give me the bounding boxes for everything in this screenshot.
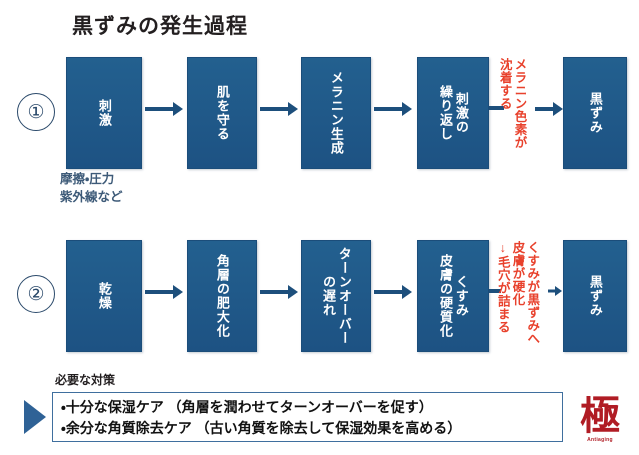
process-box-label: メラニン生成 <box>328 71 344 155</box>
measures-label: 必要な対策 <box>55 373 116 387</box>
row-1-caption: 摩擦・圧力 紫外線など <box>60 172 123 205</box>
flow-arrow-2-2 <box>260 284 298 300</box>
triangle-bullet-icon <box>24 400 46 434</box>
process-box-label: ターンオーバー の遅れ <box>321 247 352 345</box>
logo-brand-text: Antiaging <box>587 437 613 443</box>
step-number-1: ① <box>17 93 55 131</box>
flow-connector-1 <box>489 106 504 110</box>
process-box-label: 肌を守る <box>214 85 230 141</box>
flow-connector-2 <box>489 289 501 293</box>
flow-arrow-2-4 <box>548 285 562 297</box>
process-box-label: 黒ずみ <box>587 275 603 317</box>
process-box-1-2: 肌を守る <box>187 57 257 169</box>
flow-arrow-2-3 <box>374 284 412 300</box>
flow-arrow-2-1 <box>145 284 183 300</box>
flow-arrow-1-3 <box>374 101 412 117</box>
flow-arrow-1-2 <box>260 101 298 117</box>
process-box-label: くすみ 皮膚の硬質化 <box>438 254 469 338</box>
flow-arrow-1-1 <box>145 101 183 117</box>
annotation-row-2: くすみが黒ずみへ 皮膚が硬化 ↓毛穴が詰まる <box>495 241 540 345</box>
process-box-2-2: 角層の肥大化 <box>187 240 257 352</box>
process-box-1-5: 黒ずみ <box>563 57 627 169</box>
process-box-label: 刺激の 繰り返し <box>438 85 469 141</box>
flow-arrow-1-4 <box>535 101 563 117</box>
process-box-2-3: ターンオーバー の遅れ <box>301 240 371 352</box>
process-box-label: 黒ずみ <box>587 92 603 134</box>
page-title: 黒ずみの発生過程 <box>72 15 248 38</box>
brand-logo: 極 Antiaging <box>575 396 625 444</box>
process-box-1-3: メラニン生成 <box>301 57 371 169</box>
process-box-label: 刺激 <box>96 99 112 127</box>
process-box-label: 角層の肥大化 <box>214 254 230 338</box>
measure-line: ・十分な保湿ケア （角層を潤わせてターンオーバーを促す） <box>61 399 433 415</box>
process-box-2-1: 乾燥 <box>66 240 142 352</box>
measure-line: ・余分な角質除去ケア （古い角質を除去して保湿効果を高める） <box>61 420 462 436</box>
process-box-1-4: 刺激の 繰り返し <box>417 57 489 169</box>
step-number-2: ② <box>17 275 55 313</box>
annotation-row-1: メラニン色素が 沈着する <box>497 58 527 149</box>
process-box-2-5: 黒ずみ <box>563 240 627 352</box>
process-box-2-4: くすみ 皮膚の硬質化 <box>417 240 489 352</box>
process-box-1-1: 刺激 <box>66 57 142 169</box>
process-box-label: 乾燥 <box>96 282 112 310</box>
measures-box: ・十分な保湿ケア （角層を潤わせてターンオーバーを促す） ・余分な角質除去ケア … <box>52 392 563 442</box>
logo-kanji-icon: 極 <box>580 396 620 438</box>
